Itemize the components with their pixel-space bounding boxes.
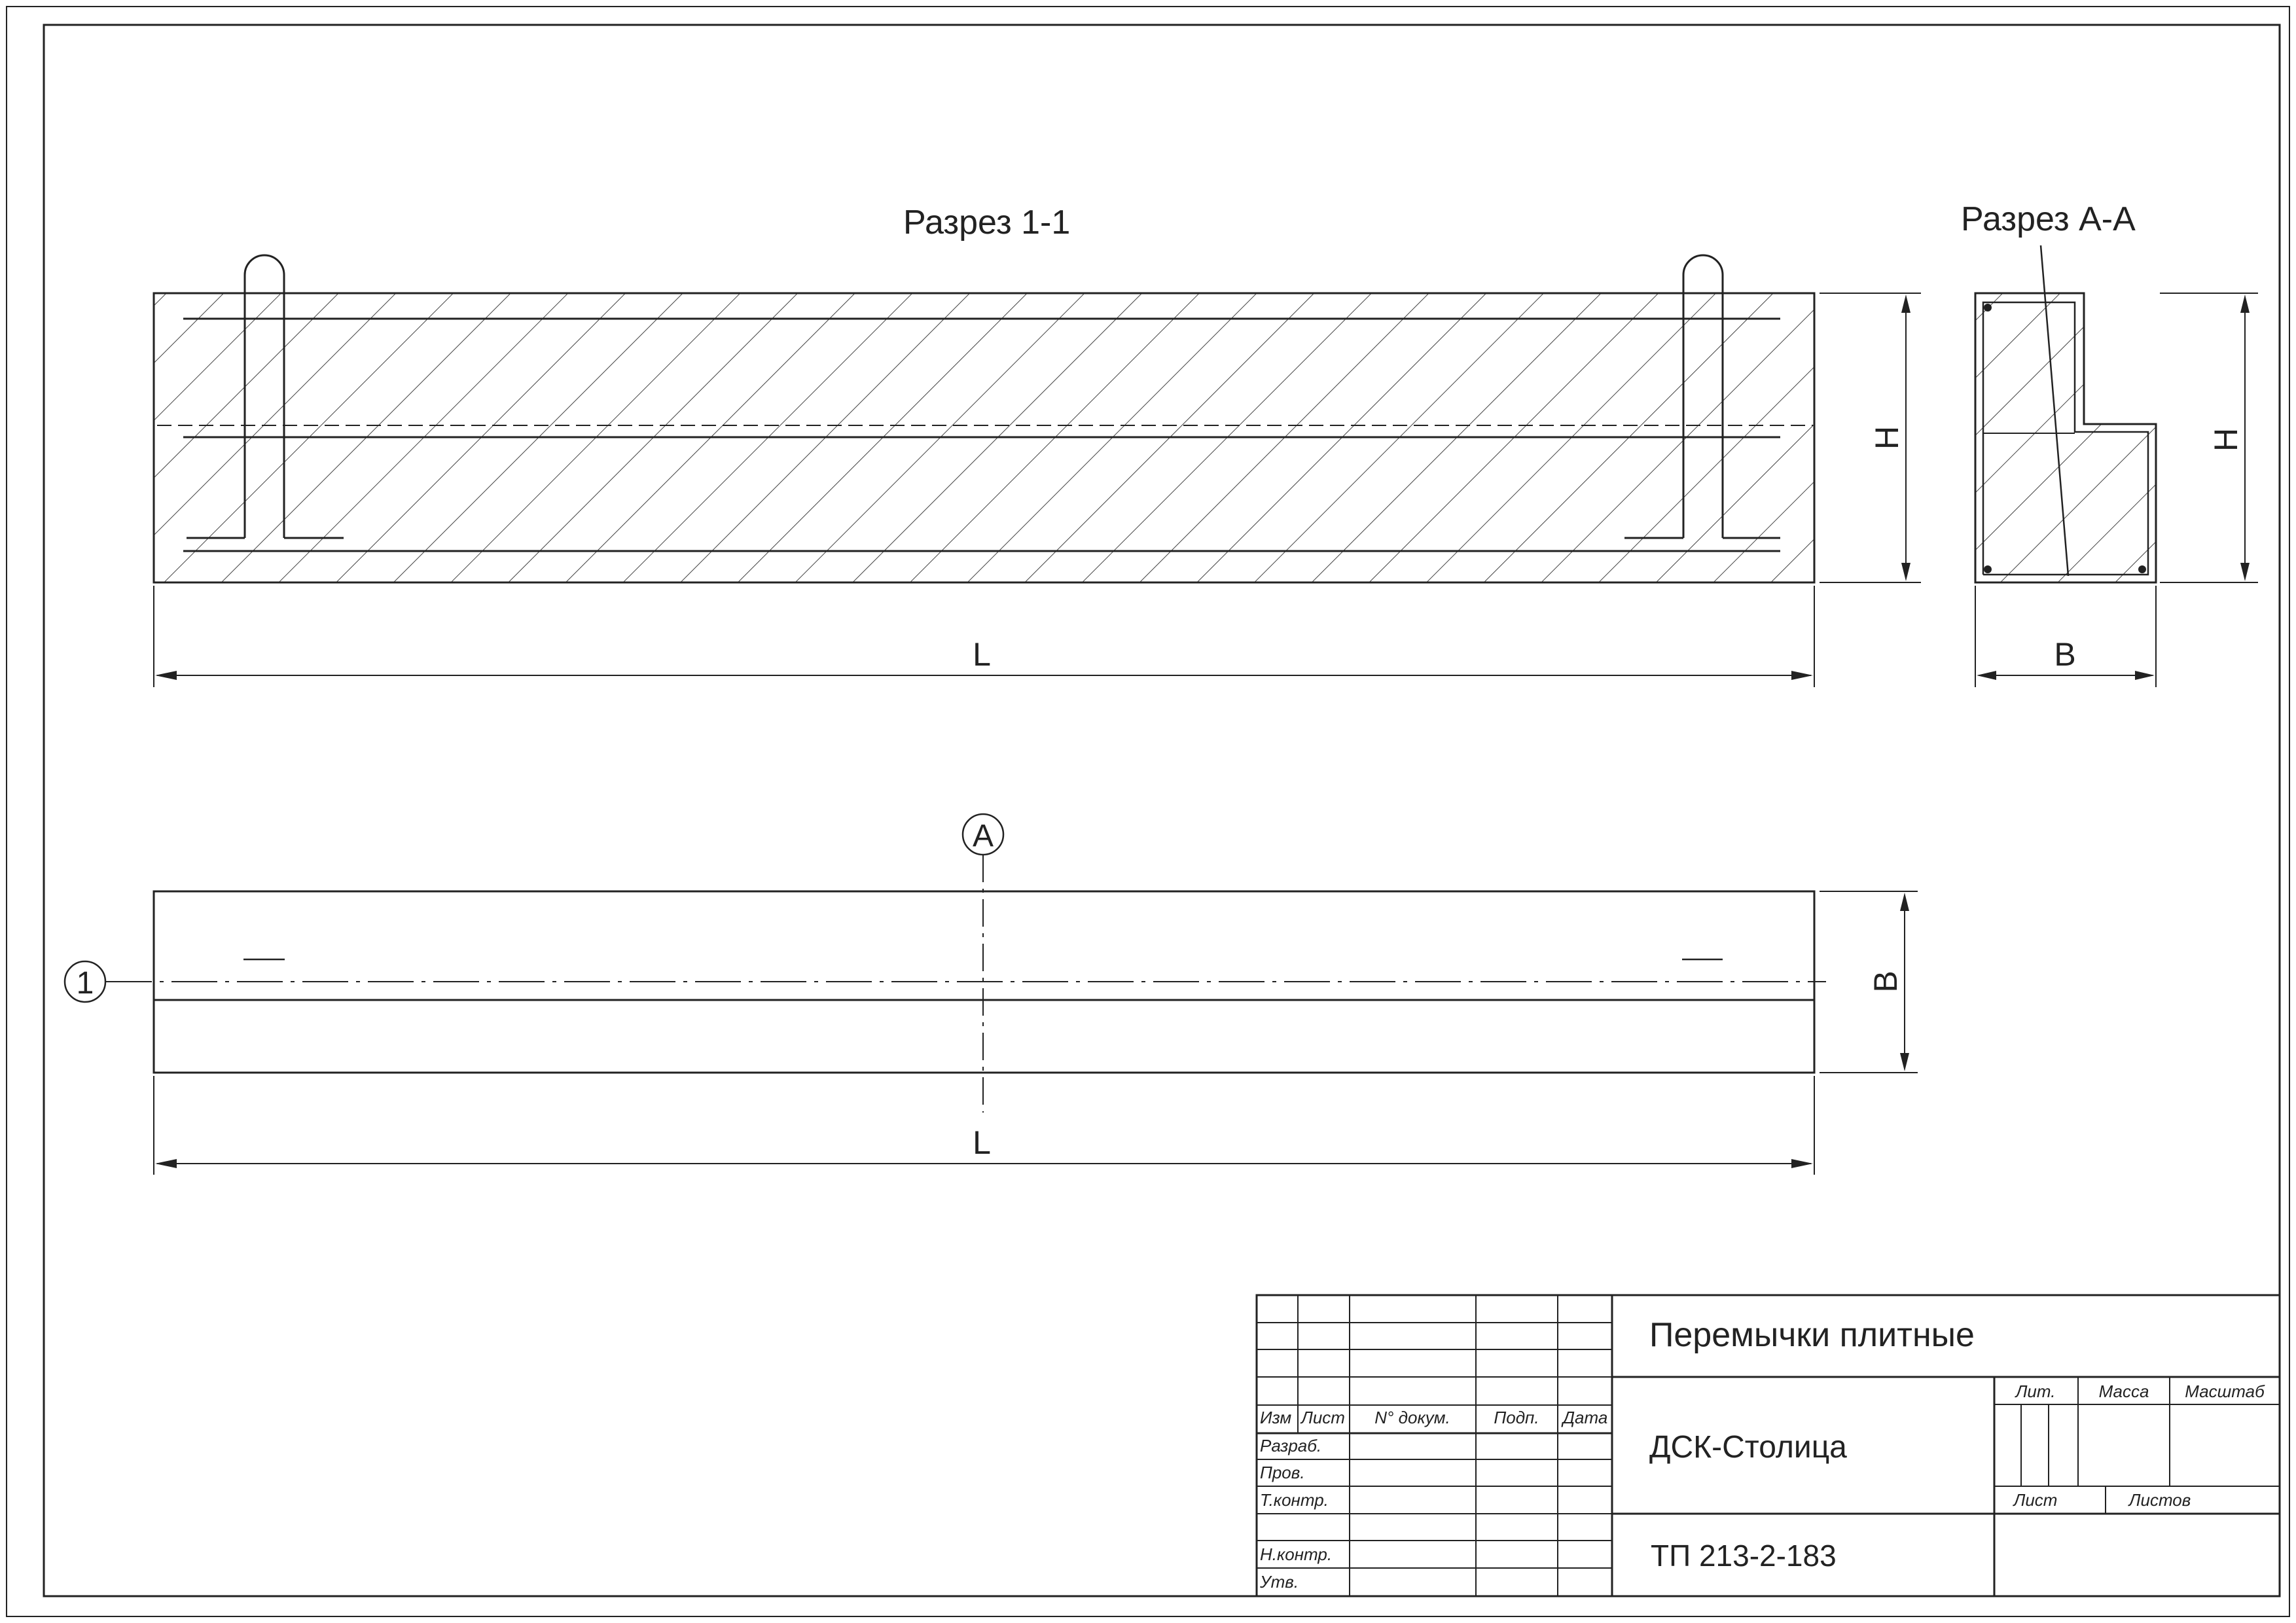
svg-text:L: L — [973, 636, 991, 673]
svg-text:H: H — [2208, 428, 2244, 452]
section-a-a-title: Разрез А-А — [1961, 200, 2136, 238]
col-list: Лист — [1300, 1408, 1345, 1427]
document-code: ТП 213-2-183 — [1651, 1539, 1837, 1573]
drawing-name: Перемычки плитные — [1649, 1316, 1975, 1354]
header-mass: Масса — [2099, 1382, 2149, 1401]
svg-text:H: H — [1869, 426, 1905, 450]
header-sheets: Листов — [2128, 1490, 2191, 1510]
organization: ДСК-Столица — [1649, 1430, 1847, 1465]
section-a-a-view — [1974, 245, 2157, 584]
dim-width-section-a-a: B — [1975, 586, 2157, 687]
inner-frame — [43, 24, 2281, 1597]
row-approved: Утв. — [1259, 1572, 1299, 1592]
row-norm-control: Н.контр. — [1260, 1544, 1332, 1564]
col-doc-no: N° докум. — [1374, 1408, 1450, 1427]
plan-view — [106, 855, 1826, 1113]
col-izm: Изм — [1260, 1408, 1291, 1427]
svg-text:L: L — [973, 1124, 991, 1161]
svg-text:B: B — [1867, 971, 1904, 992]
header-lit: Лит. — [2015, 1382, 2056, 1401]
axis-marker-a: А — [961, 813, 1005, 856]
row-developed: Разраб. — [1260, 1436, 1321, 1455]
title-block — [1255, 1294, 2281, 1597]
dim-length-plan: L — [153, 1076, 1815, 1175]
dim-height-section-1-1: H — [1820, 293, 1921, 583]
svg-text:А: А — [973, 819, 994, 853]
svg-text:B: B — [2054, 636, 2075, 673]
row-checked: Пров. — [1260, 1463, 1305, 1482]
header-sheet: Лист — [2013, 1490, 2058, 1510]
col-sign: Подп. — [1494, 1408, 1539, 1427]
dim-height-section-a-a: H — [2160, 293, 2258, 583]
section-1-1-title: Разрез 1-1 — [903, 204, 1070, 241]
dim-width-plan: B — [1820, 891, 1918, 1073]
svg-text:1: 1 — [77, 966, 94, 1001]
row-tech-control: Т.контр. — [1260, 1490, 1329, 1510]
col-date: Дата — [1561, 1408, 1608, 1427]
header-scale: Масштаб — [2185, 1382, 2265, 1401]
outer-frame — [6, 6, 2290, 1617]
dim-length-section-1-1: L — [153, 586, 1815, 687]
section-1-1-view — [152, 254, 1816, 584]
section-marker-1: 1 — [63, 960, 107, 1003]
